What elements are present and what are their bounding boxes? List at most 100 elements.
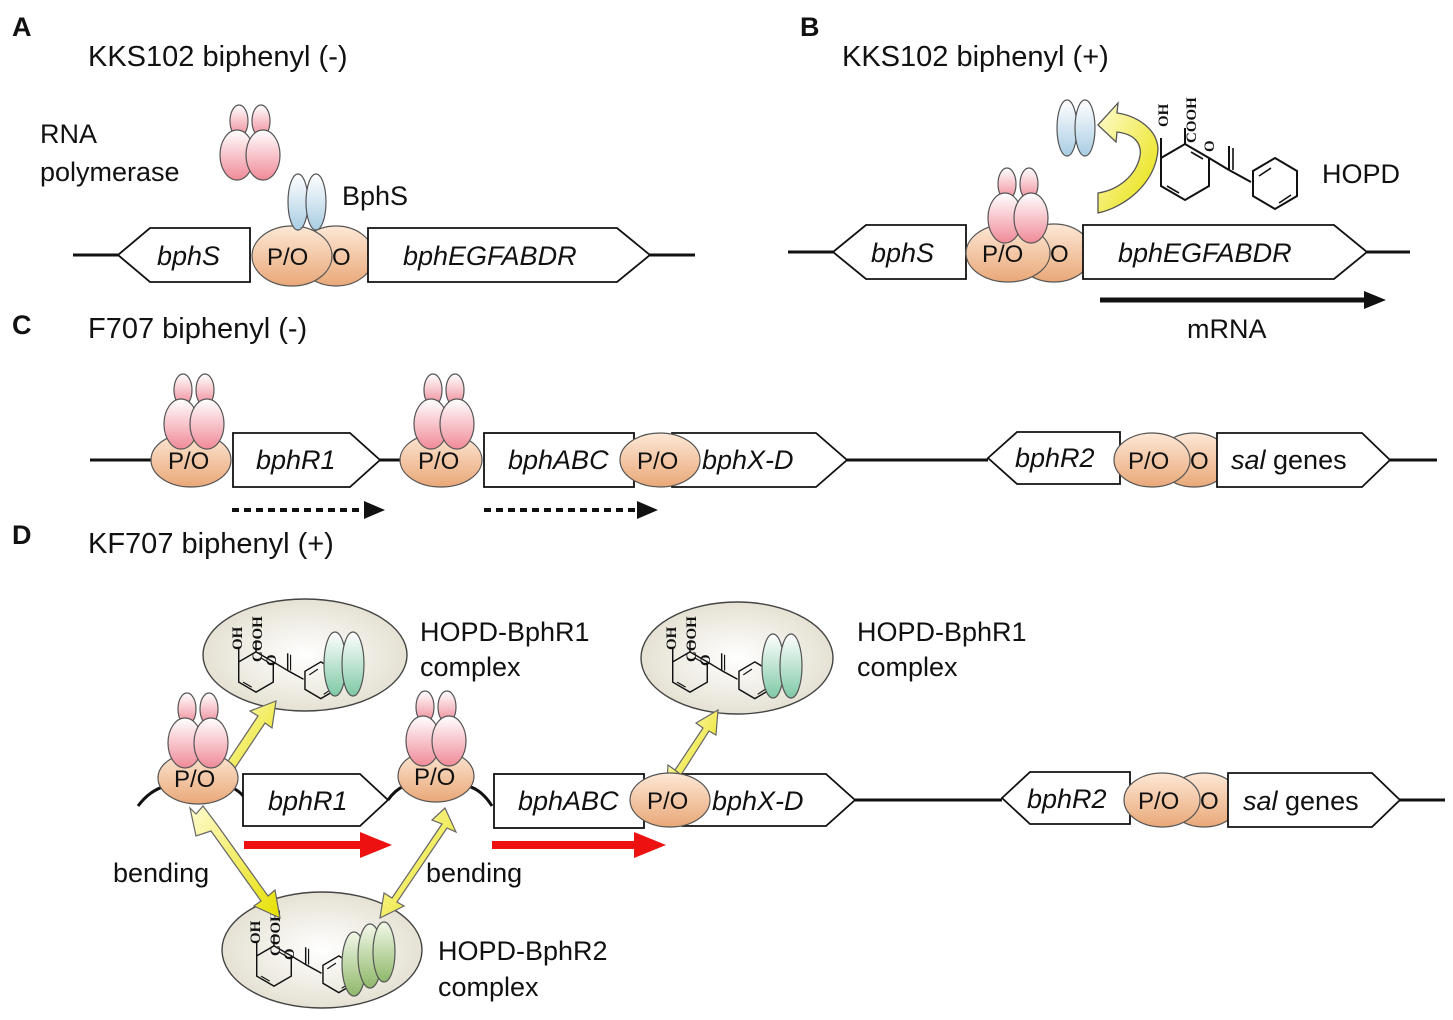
promoter-operator-c-4 xyxy=(1113,432,1191,488)
rna-polymerase-label-line1: RNA xyxy=(40,119,97,149)
promoter-operator-d-3 xyxy=(629,772,711,828)
gene-bphx-d-d-label: bphX-D xyxy=(712,786,804,816)
rna-polymerase-d-1 xyxy=(167,692,229,769)
po-label-c-4: P/O xyxy=(1128,448,1169,475)
chem-cooh-b: COOH xyxy=(1184,97,1200,143)
panel-c-title: F707 biphenyl (-) xyxy=(88,313,307,345)
chem-oh-b: OH xyxy=(1156,103,1172,127)
gene-bphabc-d-label: bphABC xyxy=(518,786,619,816)
complex-2-label-line2: complex xyxy=(857,652,958,682)
o-label-d: O xyxy=(1200,788,1219,815)
panel-a: A KKS102 biphenyl (-) RNA polymerase Bph… xyxy=(12,12,695,287)
po-label-c-2: P/O xyxy=(418,448,459,475)
bphs-protein-label: BphS xyxy=(342,181,408,211)
panel-c-letter: C xyxy=(12,310,32,340)
o-label-b: O xyxy=(1050,241,1069,268)
gene-sal-d xyxy=(1227,772,1402,828)
activated-transcript-2-head xyxy=(634,832,666,858)
gene-bphs-a xyxy=(116,227,251,283)
panel-a-title: KKS102 biphenyl (-) xyxy=(88,41,348,73)
gene-bphegfabdr-a-label: bphEGFABDR xyxy=(403,241,577,271)
hopd-molecule-b xyxy=(1160,127,1298,210)
promoter-operator-d-4 xyxy=(1123,772,1201,828)
complex-1-label-line1: HOPD-BphR1 xyxy=(420,617,590,647)
chem-oh-d-3: OH xyxy=(248,920,264,944)
gene-bphr1-d-label: bphR1 xyxy=(268,786,348,816)
rna-polymerase-c-1 xyxy=(163,373,225,450)
po-label-c-1: P/O xyxy=(168,448,209,475)
chem-cooh-d-1: COOH xyxy=(250,616,266,662)
gene-bphegfabdr-b-label: bphEGFABDR xyxy=(1118,238,1292,268)
hopd-bphr1-complex-1 xyxy=(202,598,408,712)
mrna-label: mRNA xyxy=(1187,314,1267,344)
promoter-operator-c-3 xyxy=(619,432,701,488)
bending-arrow-left xyxy=(188,805,281,920)
promoter-operator-a xyxy=(251,225,333,287)
chem-o-d-3: O xyxy=(282,948,298,960)
gene-sal-c xyxy=(1216,432,1392,488)
hopd-bphr1-complex-2 xyxy=(640,601,834,715)
gene-sal-c-italic: sal xyxy=(1231,445,1267,475)
gene-bphegfabdr-b xyxy=(1082,224,1369,280)
rna-polymerase-d-2 xyxy=(405,690,467,767)
gene-bphr1-d xyxy=(242,773,390,827)
gene-bphs-a-label: bphS xyxy=(157,241,220,271)
bending-label-right: bending xyxy=(426,858,522,888)
gene-bphr2-d-label: bphR2 xyxy=(1027,784,1107,814)
po-label-b: P/O xyxy=(982,241,1023,268)
mrna-arrow-head xyxy=(1364,291,1386,309)
po-label-d-4: P/O xyxy=(1138,788,1179,815)
po-label-d-3: P/O xyxy=(647,788,688,815)
released-bphs-protein xyxy=(1056,99,1096,157)
po-label-d-2: P/O xyxy=(414,764,455,791)
complex-3-label-line2: complex xyxy=(438,972,539,1002)
interaction-arrow-2 xyxy=(666,708,719,784)
rna-polymerase-c-2 xyxy=(413,373,475,450)
rna-polymerase-label-line2: polymerase xyxy=(40,157,180,187)
gene-bphr1-c-label: bphR1 xyxy=(256,445,336,475)
activated-transcript-1-head xyxy=(360,832,392,858)
bending-label-left: bending xyxy=(113,858,209,888)
chem-oh-d-1: OH xyxy=(230,626,246,650)
po-label-a: P/O xyxy=(267,244,308,271)
o-label-c: O xyxy=(1190,448,1209,475)
gene-bphegfabdr-a xyxy=(367,227,652,283)
panel-b: B KKS102 biphenyl (+) OH COOH O HOPD bph… xyxy=(788,12,1410,344)
release-arrow-yellow xyxy=(1097,101,1159,214)
rna-polymerase-b xyxy=(987,167,1049,244)
gene-sal-d-suffix: genes xyxy=(1278,786,1359,816)
bphs-repressor-a xyxy=(287,173,327,231)
panel-d-letter: D xyxy=(12,520,32,550)
gene-bphabc-d xyxy=(493,773,645,829)
gene-sal-c-suffix: genes xyxy=(1266,445,1347,475)
hopd-label: HOPD xyxy=(1322,159,1400,189)
chem-cooh-d-2: COOH xyxy=(684,616,700,662)
basal-transcript-2-head xyxy=(637,501,658,519)
gene-bphx-d-c-label: bphX-D xyxy=(702,445,794,475)
complex-2-label-line1: HOPD-BphR1 xyxy=(857,617,1027,647)
complex-1-label-line2: complex xyxy=(420,652,521,682)
gene-bphr1-c xyxy=(232,432,382,488)
panel-a-letter: A xyxy=(12,12,32,42)
gene-sal-c-label: sal genes xyxy=(1231,445,1347,475)
panel-d-title: KF707 biphenyl (+) xyxy=(88,528,334,560)
gene-bphs-b-label: bphS xyxy=(871,238,934,268)
po-label-d-1: P/O xyxy=(174,766,215,793)
chem-o-d-2: O xyxy=(698,654,714,666)
gene-bphr2-c-label: bphR2 xyxy=(1015,443,1095,473)
rna-polymerase-a xyxy=(219,104,281,181)
chem-oh-d-2: OH xyxy=(664,626,680,650)
o-label-a: O xyxy=(332,244,351,271)
panel-b-title: KKS102 biphenyl (+) xyxy=(842,41,1109,73)
chem-cooh-d-3: COOH xyxy=(268,910,284,956)
basal-transcript-1-head xyxy=(364,501,385,519)
bending-arrow-right xyxy=(379,806,458,920)
panel-c: C F707 biphenyl (-) P/O bphR1 P/O bphABC… xyxy=(12,310,1437,519)
panel-d: D KF707 biphenyl (+) OH COOH O HOPD-BphR… xyxy=(12,520,1445,1009)
chem-o-d-1: O xyxy=(264,654,280,666)
chem-o-b: O xyxy=(1202,140,1218,152)
dna-bend-d-4 xyxy=(467,784,494,807)
gene-sal-d-label: sal genes xyxy=(1243,786,1359,816)
gene-bphabc-c-label: bphABC xyxy=(508,445,609,475)
